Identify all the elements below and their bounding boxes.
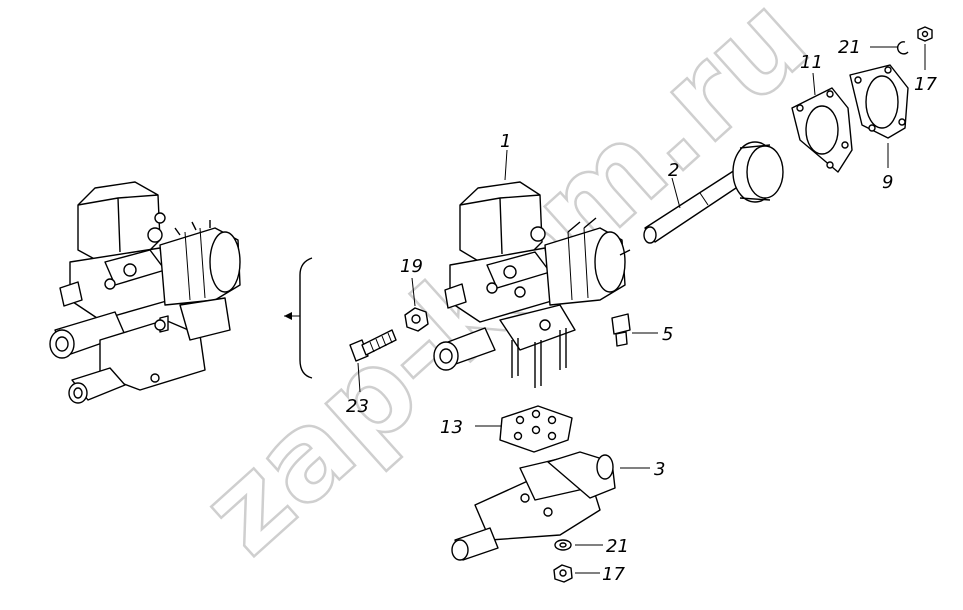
callout-3: 3 (654, 459, 665, 480)
assembled-unit (49, 181, 241, 404)
callout-5: 5 (662, 324, 673, 345)
callout-17-top: 17 (914, 74, 937, 95)
callout-17-bottom: 17 (602, 564, 625, 585)
callout-21-bottom: 21 (606, 536, 629, 557)
part-2-shaft (643, 141, 784, 244)
callout-23: 23 (346, 396, 369, 417)
part-3-lower-valve (451, 451, 616, 561)
callout-11: 11 (800, 52, 823, 73)
part-13-gasket-plate (499, 405, 573, 453)
part-23-bolt (349, 329, 397, 362)
part-17-nut-top (917, 26, 933, 42)
callout-13: 13 (440, 417, 463, 438)
part-21-washer-bottom (554, 539, 572, 551)
part-19-nut (404, 307, 429, 332)
part-1-valve-body (433, 181, 631, 388)
callout-21-top: 21 (838, 37, 861, 58)
part-11-gasket (791, 87, 853, 173)
callout-19: 19 (400, 256, 423, 277)
part-21-washer-top (897, 41, 909, 55)
callout-1: 1 (500, 131, 511, 152)
explode-bracket (284, 257, 313, 379)
leader-lines (357, 44, 926, 574)
part-17-nut-bottom (553, 564, 573, 583)
callout-2: 2 (668, 160, 679, 181)
callout-9: 9 (882, 172, 893, 193)
part-9-cover (849, 64, 909, 139)
part-5-fitting (611, 313, 631, 347)
